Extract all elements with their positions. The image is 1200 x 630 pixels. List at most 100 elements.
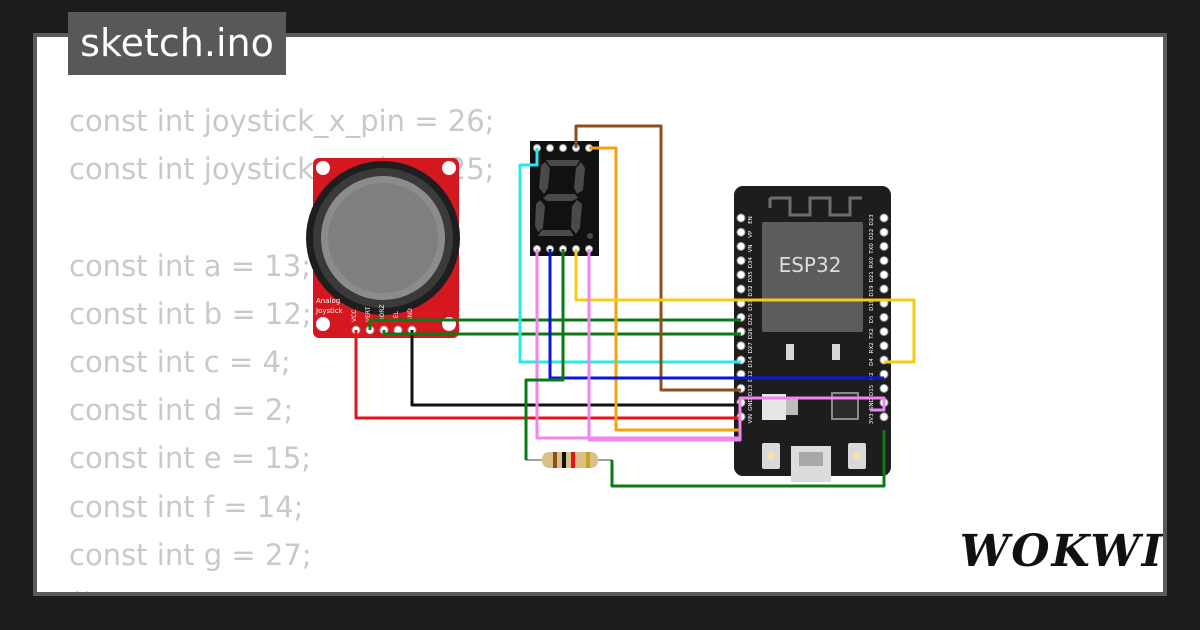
display-pin[interactable] [546, 144, 554, 152]
esp32-pin-label: VN [748, 244, 754, 252]
esp32-pin-label: D19 [869, 285, 875, 297]
esp32-pin-d21[interactable] [879, 270, 889, 280]
esp32-pin-label: D23 [869, 214, 875, 226]
pin-label: VCC [351, 310, 358, 322]
file-tab[interactable]: sketch.ino [68, 12, 286, 75]
esp32-pin-rx0[interactable] [879, 256, 889, 266]
wire-black-gnd[interactable] [410, 330, 741, 407]
esp32-pin-label: D35 [748, 271, 754, 283]
esp32-pin-label: D26 [748, 327, 754, 339]
esp32-pin-label: VIN [748, 414, 754, 424]
resistor-band [553, 452, 557, 468]
segment-a [546, 160, 580, 166]
joystick-label: Analog [316, 297, 340, 305]
esp32-pin-d27[interactable] [736, 341, 746, 351]
display-pin[interactable] [559, 144, 567, 152]
resistor-band [562, 452, 566, 468]
esp32-pin-label: D14 [748, 356, 754, 368]
esp32-pin-en[interactable] [736, 213, 746, 223]
boot-button-cap [853, 452, 861, 460]
esp32-pin-d35[interactable] [736, 270, 746, 280]
pin-label: GND [407, 308, 414, 322]
segment-c [571, 200, 582, 234]
code-line: const int d = 2; [69, 393, 294, 428]
esp32-label: ESP32 [779, 253, 842, 277]
esp32-module [762, 222, 863, 332]
resistor-band [586, 452, 590, 468]
code-line: const int c = 4; [69, 344, 291, 379]
wire-cyan[interactable] [518, 148, 741, 364]
esp32-pin-label: D21 [869, 271, 875, 282]
wire-brown[interactable] [574, 124, 741, 392]
wire-green-display[interactable] [524, 249, 565, 460]
mount-hole [316, 317, 330, 331]
esp32-pin-label: 3V3 [869, 413, 875, 424]
esp32-pin-d22[interactable] [879, 227, 889, 237]
esp32-pin-label: RX2 [869, 342, 875, 353]
wire-orange[interactable] [589, 146, 741, 432]
mount-hole [442, 161, 456, 175]
segment-b [574, 162, 585, 194]
wire-pink-right[interactable] [587, 249, 886, 442]
preview-canvas: const int joystick_x_pin = 26; const int… [37, 37, 1163, 592]
code-line: const int joystick_x_pin = 26; [69, 104, 495, 138]
esp32-pin-label: EN [748, 216, 754, 224]
esp32-board[interactable]: ESP32 ENVPVND34D35D32D33D25D26D27D14D12D… [734, 186, 891, 482]
esp32-pin-vn[interactable] [736, 241, 746, 251]
wire-pink-left[interactable] [535, 249, 741, 440]
pin-label: HORZ [379, 304, 386, 322]
esp32-pin-label: TX0 [869, 243, 875, 255]
esp32-pin-label: D25 [748, 313, 754, 325]
esp32-pin-label: TX2 [869, 328, 875, 340]
usb-port-socket [799, 452, 823, 466]
esp32-pin-tx0[interactable] [879, 241, 889, 251]
esp32-pin-label: D34 [748, 256, 754, 268]
esp32-pin-label: D12 [748, 371, 754, 382]
esp32-pin-label: D33 [748, 299, 754, 311]
esp32-pin-d32[interactable] [736, 284, 746, 294]
seven-segment-display[interactable] [530, 141, 599, 256]
esp32-pin-d15[interactable] [879, 383, 889, 393]
esp32-pin-label: D15 [869, 384, 875, 396]
esp32-pin-label: GND [869, 398, 875, 411]
resistor-band [571, 452, 575, 468]
esp32-pin-label: D27 [748, 342, 754, 354]
esp32-pin-label: D22 [869, 229, 875, 240]
esp32-pin-d23[interactable] [879, 213, 889, 223]
smd-component [832, 344, 840, 360]
wire-red-vcc[interactable] [354, 330, 741, 420]
esp32-pin-tx2[interactable] [879, 327, 889, 337]
esp32-pin-label: D4 [869, 358, 875, 366]
esp32-pin-vp[interactable] [736, 227, 746, 237]
antenna-trace [768, 196, 862, 217]
wokwi-logo: WOKWI [960, 526, 1162, 577]
esp32-pin-3v3[interactable] [879, 412, 889, 422]
wire-yellow[interactable] [574, 249, 916, 364]
segment-f [539, 162, 550, 194]
esp32-pin-d34[interactable] [736, 256, 746, 266]
code-line: const int b = 12; [69, 296, 312, 331]
esp32-pin-label: VP [748, 230, 754, 238]
wire-blue[interactable] [548, 249, 884, 380]
wire-green-resistor[interactable] [610, 430, 886, 488]
joystick-label: Joystick [315, 307, 344, 315]
code-line: const int a = 13; [69, 248, 311, 283]
esp32-pin-label: D5 [869, 315, 875, 323]
pin-label: SEL [393, 310, 400, 322]
smd-component [786, 344, 794, 360]
esp32-pin-rx2[interactable] [879, 341, 889, 351]
mount-hole [316, 161, 330, 175]
esp32-pin-d5[interactable] [879, 312, 889, 322]
code-line: const int e = 15; [69, 441, 312, 476]
code-line: // ... [69, 579, 494, 592]
esp32-pin-d19[interactable] [879, 284, 889, 294]
code-line: const int f = 14; [69, 489, 304, 524]
esp32-pin-label: D32 [748, 285, 754, 296]
joystick-module[interactable]: Analog Joystick VCC VERT HORZ SEL GND [306, 158, 460, 338]
segment-d [538, 230, 574, 236]
code-line: const int g = 27; [69, 537, 312, 572]
resistor[interactable] [526, 452, 612, 468]
wire-green-horz[interactable] [382, 330, 741, 336]
segment-dp [587, 233, 593, 239]
